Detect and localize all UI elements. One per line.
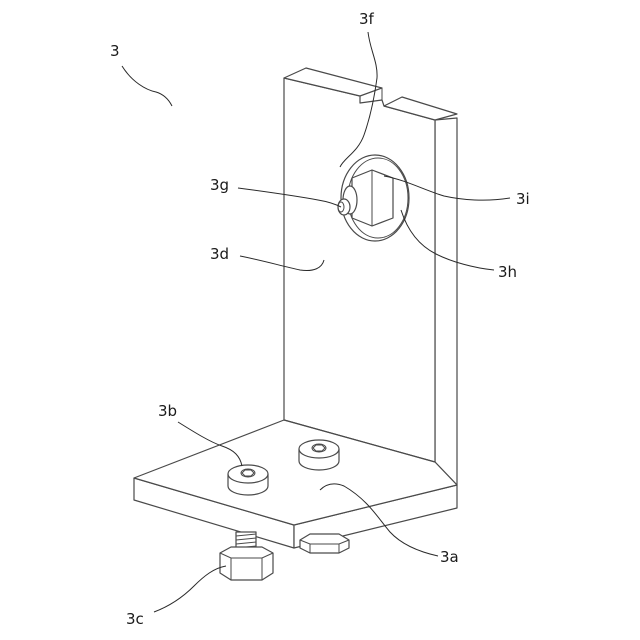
label-washer: 3h xyxy=(498,263,517,281)
label-pin-body: 3i xyxy=(516,190,530,208)
label-assembly: 3 xyxy=(110,42,120,60)
vertical-plate-front-face xyxy=(284,78,435,462)
label-slot: 3f xyxy=(359,10,375,28)
leader-assembly xyxy=(122,66,172,106)
label-pin-tip: 3g xyxy=(210,176,229,194)
label-bolt-head: 3b xyxy=(158,402,177,420)
vertical-plate-side-face xyxy=(435,118,457,485)
nut-front xyxy=(220,547,273,580)
label-base-plate: 3a xyxy=(440,548,459,566)
vertical-plate xyxy=(284,68,457,485)
label-vertical-plate: 3d xyxy=(210,245,229,263)
leader-nut xyxy=(154,566,226,612)
label-nut: 3c xyxy=(126,610,144,628)
bolt-head-back xyxy=(299,440,339,470)
nut-back xyxy=(300,534,349,553)
bolt-head-front xyxy=(228,465,268,495)
